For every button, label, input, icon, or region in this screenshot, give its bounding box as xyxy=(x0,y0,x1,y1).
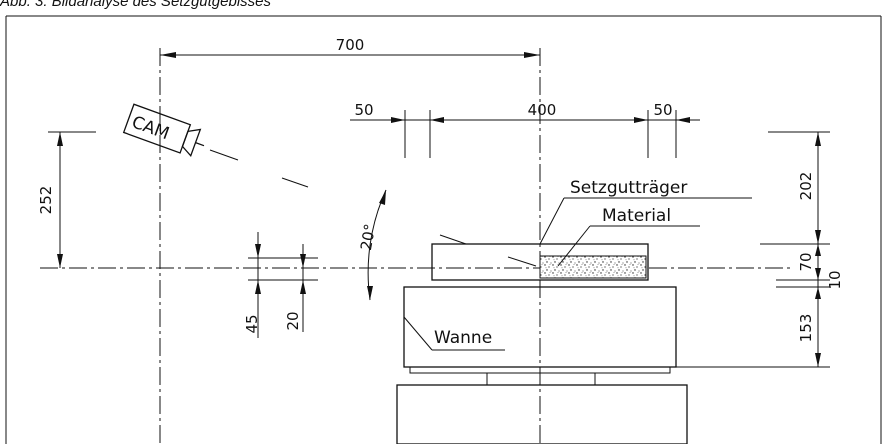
wanne-label: Wanne xyxy=(434,328,492,348)
dim-700-label: 700 xyxy=(336,36,365,54)
setzguttraeger-carrier: Setzgutträger Material xyxy=(431,178,752,281)
dimension-252: 252 xyxy=(37,131,96,268)
dim-400-label: 400 xyxy=(528,101,557,119)
camera-symbol: CAM xyxy=(122,103,537,267)
material-label: Material xyxy=(602,206,671,226)
right-dimensions: 202 70 10 153 xyxy=(676,131,844,368)
dim-252-label: 252 xyxy=(37,186,55,215)
angle-label: 20° xyxy=(357,222,379,251)
dim-50-left-label: 50 xyxy=(354,101,373,119)
cam-label: CAM xyxy=(129,112,172,144)
dim-70-label: 70 xyxy=(797,252,815,271)
dim-202-label: 202 xyxy=(797,172,815,201)
dim-20-label: 20 xyxy=(284,311,302,330)
setzguttraeger-label: Setzgutträger xyxy=(570,178,687,198)
dim-50-right-label: 50 xyxy=(653,101,672,119)
material-fill xyxy=(539,255,647,279)
angle-20: 20° xyxy=(357,189,387,301)
figure-caption: Abb. 3: Bildanalyse des Setzgutgebisses xyxy=(0,0,272,10)
drawing-frame xyxy=(5,15,882,444)
dimension-45-20: 45 20 xyxy=(243,232,318,338)
base-stand xyxy=(396,372,688,444)
dimension-chain-400: 50 400 50 xyxy=(350,101,700,158)
dim-45-label: 45 xyxy=(243,314,261,333)
dimension-700: 700 xyxy=(160,36,540,58)
dim-10-label: 10 xyxy=(826,270,844,289)
dim-153-label: 153 xyxy=(797,314,815,343)
